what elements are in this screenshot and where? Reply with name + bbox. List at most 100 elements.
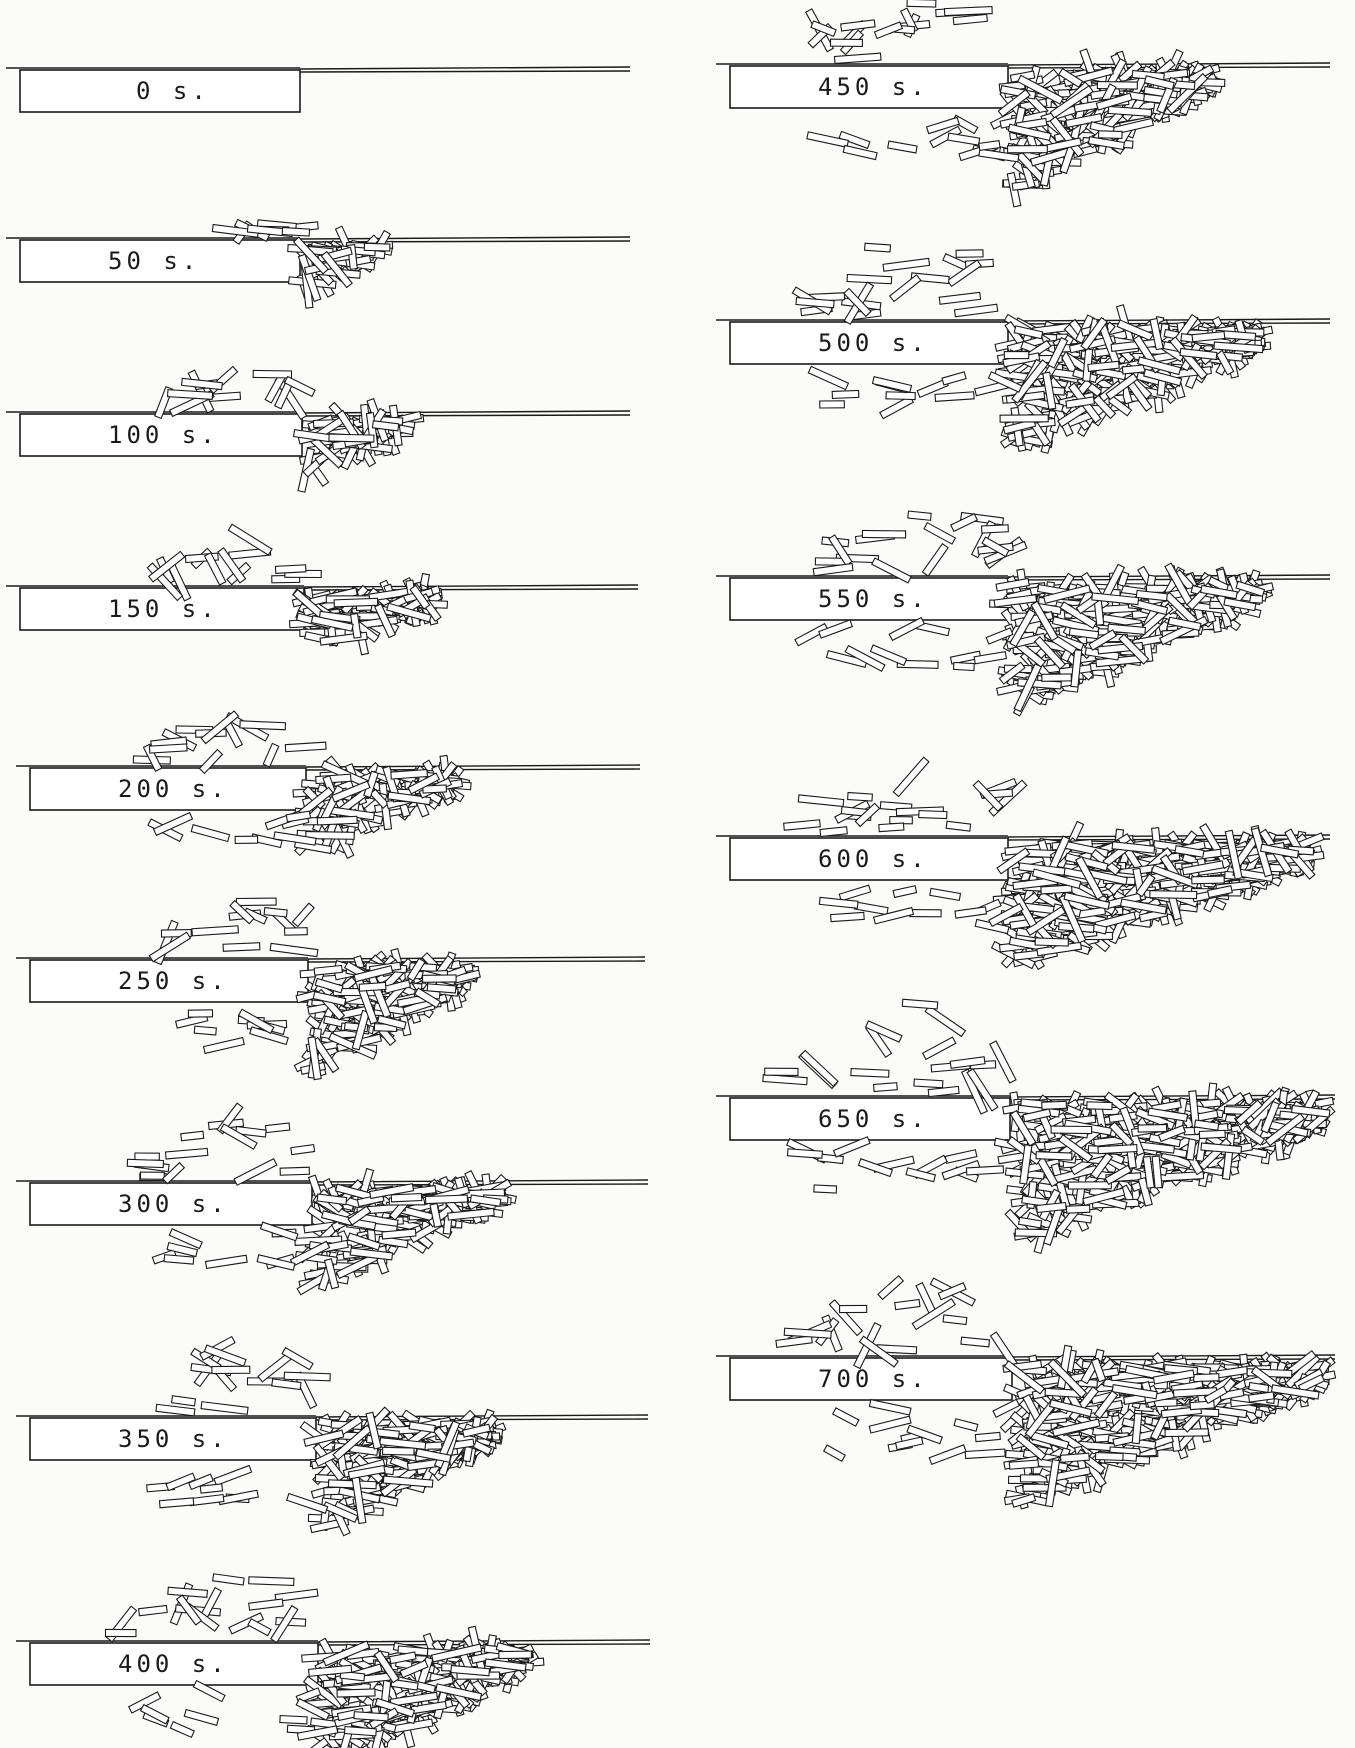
- ride-up-block: [149, 744, 187, 753]
- ride-up-block: [168, 390, 213, 400]
- ride-up-block: [925, 1006, 965, 1037]
- rubble-block: [832, 390, 859, 398]
- rubble-block: [808, 366, 848, 389]
- rubble-block: [1098, 1145, 1137, 1154]
- ride-up-block: [874, 22, 902, 38]
- rubble-block: [935, 392, 974, 402]
- ride-up-block: [253, 370, 291, 378]
- rubble-block: [334, 598, 378, 607]
- rubble-block: [954, 1419, 978, 1431]
- ride-up-block: [192, 926, 238, 936]
- rubble-block: [1009, 1460, 1038, 1469]
- time-label: 400 s.: [118, 1650, 229, 1678]
- ride-up-block: [955, 304, 998, 317]
- time-label: 300 s.: [118, 1190, 229, 1218]
- rubble-block: [1036, 1152, 1072, 1160]
- ride-up-block: [865, 243, 891, 252]
- ride-up-block: [835, 53, 881, 63]
- time-step-panel: 600 s.: [716, 757, 1330, 969]
- ride-up-block: [916, 1283, 935, 1313]
- ride-up-block: [878, 1276, 903, 1300]
- ride-up-block: [776, 1336, 812, 1348]
- ride-up-block: [105, 1629, 136, 1636]
- ride-up-block: [285, 928, 308, 935]
- rubble-block: [814, 1185, 837, 1193]
- rubble-block: [1194, 1374, 1219, 1382]
- ride-up-block: [265, 1123, 289, 1133]
- time-label: 650 s.: [818, 1105, 929, 1133]
- ride-up-block: [236, 898, 276, 905]
- rubble-block: [1042, 674, 1071, 681]
- ride-up-block: [784, 820, 821, 830]
- rubble-block: [966, 1166, 1003, 1175]
- rubble-block: [1199, 1130, 1225, 1138]
- rubble-block: [317, 816, 357, 825]
- rubble-block: [948, 133, 980, 145]
- time-label: 50 s.: [108, 247, 200, 275]
- rubble-block: [200, 1484, 222, 1493]
- ride-up-block: [883, 258, 930, 271]
- ride-up-block: [285, 742, 326, 752]
- ride-up-block: [249, 1577, 294, 1586]
- time-step-panel: 250 s.: [16, 898, 645, 1079]
- ride-up-block: [928, 1086, 959, 1096]
- time-label: 500 s.: [818, 329, 929, 357]
- time-label: 150 s.: [108, 595, 219, 623]
- time-step-panel: 350 s.: [16, 1337, 648, 1536]
- rubble-block: [1004, 352, 1028, 359]
- rubble-block: [824, 1445, 845, 1461]
- time-step-panel: 700 s.: [716, 1276, 1336, 1509]
- ride-up-block: [879, 823, 904, 832]
- ride-up-block: [914, 1079, 943, 1088]
- rubble-block: [831, 912, 865, 921]
- ride-up-block: [181, 1131, 204, 1140]
- ride-up-block: [201, 1402, 248, 1415]
- rubble-block: [235, 836, 257, 843]
- rubble-block: [170, 1722, 194, 1738]
- time-step-panel: 500 s.: [716, 243, 1330, 453]
- time-label: 450 s.: [818, 73, 929, 101]
- time-label: 0 s.: [136, 77, 210, 105]
- rubble-block: [1150, 891, 1197, 899]
- time-step-panel: 300 s.: [16, 1103, 648, 1295]
- rubble-block: [159, 1498, 193, 1508]
- time-label: 700 s.: [818, 1365, 929, 1393]
- ride-up-block: [895, 1300, 920, 1310]
- ride-up-block: [140, 1172, 164, 1179]
- time-label: 600 s.: [818, 845, 929, 873]
- time-step-panel: 150 s.: [6, 524, 638, 655]
- rubble-block: [873, 377, 912, 393]
- ride-up-block: [156, 1404, 195, 1416]
- ride-up-block: [902, 999, 937, 1009]
- rubble-block: [1000, 415, 1048, 422]
- rubble-block: [1008, 146, 1048, 153]
- rubble-block: [218, 1490, 258, 1504]
- time-label: 550 s.: [818, 585, 929, 613]
- rubble-block: [839, 885, 870, 901]
- time-step-panel: 400 s.: [16, 1574, 650, 1748]
- rubble-block: [499, 1651, 532, 1659]
- rubble-block: [191, 825, 229, 842]
- rubble-block: [1099, 131, 1123, 139]
- rubble-block: [954, 662, 975, 670]
- ride-up-block: [946, 821, 970, 831]
- rubble-block: [383, 1447, 415, 1455]
- rubble-block: [280, 1716, 307, 1724]
- ride-up-block: [291, 1145, 315, 1155]
- time-step-panel: 0 s.: [6, 67, 630, 112]
- rubble-block: [364, 243, 390, 251]
- time-step-panel: 450 s.: [716, 0, 1330, 207]
- ride-up-block: [270, 943, 318, 956]
- time-label: 250 s.: [118, 967, 229, 995]
- rubble-block: [391, 1194, 421, 1202]
- time-step-panel: 550 s.: [716, 511, 1330, 716]
- ride-up-block: [282, 228, 309, 237]
- rubble-block: [206, 1255, 248, 1268]
- ride-up-block: [168, 1587, 208, 1597]
- ride-up-block: [127, 1159, 163, 1167]
- ride-up-block: [263, 743, 279, 767]
- time-label: 350 s.: [118, 1425, 229, 1453]
- ride-up-block: [172, 1396, 196, 1406]
- rubble-block: [190, 1495, 224, 1506]
